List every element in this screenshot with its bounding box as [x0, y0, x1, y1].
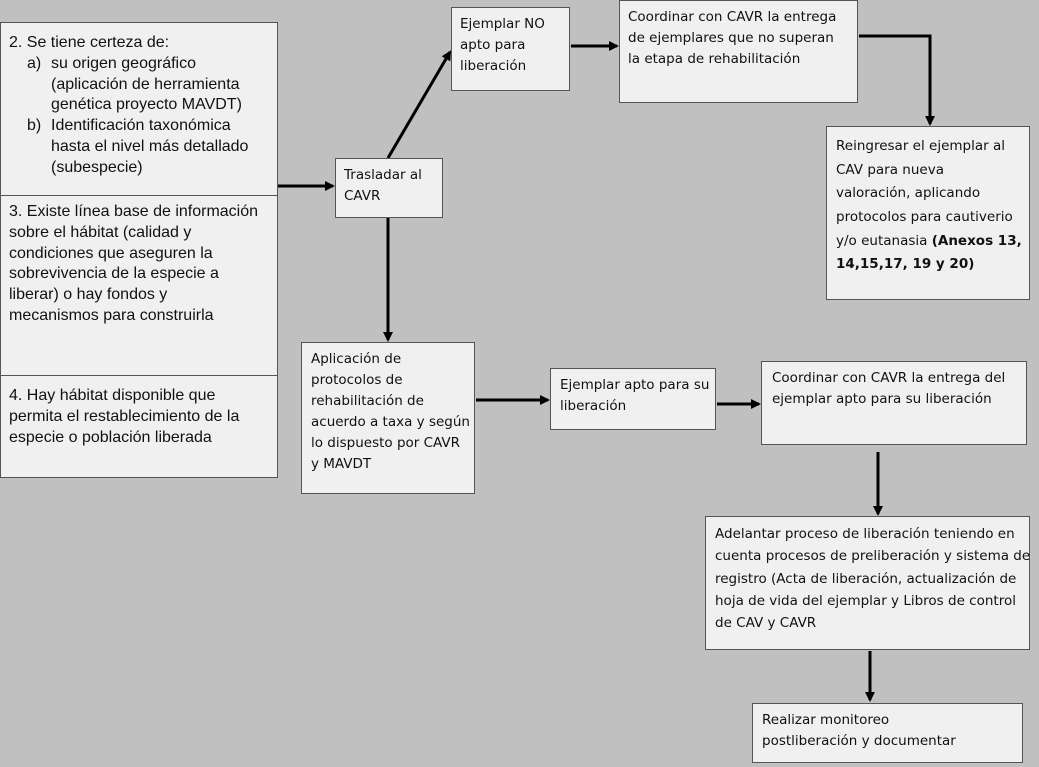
node-text-line: rehabilitación de: [311, 392, 424, 409]
node-text-line: postliberación y documentar: [762, 732, 956, 749]
node-text-line: protocolos para cautiverio: [836, 208, 1013, 225]
criterion-3-line: liberar) o hay fondos y: [9, 286, 168, 304]
node-text-line: Coordinar con CAVR la entrega del: [772, 370, 1006, 386]
criterion-2-b-line: (subespecie): [51, 158, 143, 176]
criterion-2-title: 2. Se tiene certeza de:: [9, 34, 170, 51]
node-text-line: y/o eutanasia (Anexos 13,: [836, 230, 1029, 254]
node-text-line: Adelantar proceso de liberación teniendo…: [715, 526, 1015, 542]
rehabilitacion-node: Aplicación de protocolos de rehabilitaci…: [301, 342, 475, 494]
criterion-3-line: 3. Existe línea base de información: [9, 203, 259, 220]
arrow-trasladar-to-no-apto: [386, 50, 452, 159]
node-text-line: hoja de vida del ejemplar y Libros de co…: [715, 592, 1016, 609]
node-text-line: la etapa de rehabilitación: [628, 50, 801, 67]
node-text-line: Realizar monitoreo: [762, 712, 890, 728]
node-text-line: Coordinar con CAVR la entrega: [628, 9, 837, 25]
criterion-3-box: 3. Existe línea base de información sobr…: [0, 195, 278, 376]
node-text-line: CAV para nueva: [836, 161, 944, 178]
node-text-line: de ejemplares que no superan: [628, 29, 834, 46]
node-text-fragment: y/o eutanasia: [836, 232, 932, 249]
criterion-2-a-marker: a): [27, 54, 42, 72]
criterion-4-line: especie o población liberada: [9, 428, 212, 446]
monitoreo-node: Realizar monitoreo postliberación y docu…: [752, 703, 1023, 763]
anexos-reference: 14,15,17, 19 y 20): [836, 256, 975, 273]
criterion-2-b-marker: b): [27, 117, 42, 135]
adelantar-liberacion-node: Adelantar proceso de liberación teniendo…: [705, 516, 1030, 650]
coordinar-no-apto-node: Coordinar con CAVR la entrega de ejempla…: [619, 0, 858, 103]
node-text-line: acuerdo a taxa y según: [311, 413, 470, 430]
node-text-line: apto para: [460, 36, 526, 53]
coordinar-apto-node: Coordinar con CAVR la entrega del ejempl…: [761, 361, 1027, 445]
node-text-line: de CAV y CAVR: [715, 615, 817, 632]
node-text-line: Trasladar al: [344, 167, 422, 183]
node-text-line: protocolos de: [311, 371, 403, 388]
criterion-2-b-line: Identificación taxonómica: [51, 117, 231, 135]
node-text-line: registro (Acta de liberación, actualizac…: [715, 570, 1017, 587]
node-text-line: y MAVDT: [311, 455, 372, 472]
node-text-line: valoración, aplicando: [836, 185, 981, 202]
node-text-line: CAVR: [344, 187, 381, 204]
node-text-line: cuenta procesos de preliberación y siste…: [715, 548, 1031, 565]
criterion-4-box: 4. Hay hábitat disponible que permita el…: [0, 375, 278, 478]
ejemplar-apto-node: Ejemplar apto para su liberación: [550, 368, 716, 430]
ejemplar-no-apto-node: Ejemplar NO apto para liberación: [451, 7, 570, 91]
criterion-3-line: condiciones que aseguren la: [9, 244, 213, 262]
criterion-2-a-line: genética proyecto MAVDT): [51, 96, 242, 114]
node-text-line: Aplicación de: [311, 351, 402, 367]
trasladar-cavr-node: Trasladar al CAVR: [335, 158, 443, 218]
criterion-4-line: permita el restablecimiento de la: [9, 407, 240, 425]
anexos-reference: (Anexos 13,: [931, 232, 1022, 249]
node-text-line: lo dispuesto por CAVR: [311, 434, 461, 451]
criterion-2-a-line: (aplicación de herramienta: [51, 75, 240, 93]
criterion-4-line: 4. Hay hábitat disponible que: [9, 387, 216, 404]
criterion-3-line: sobre el hábitat (calidad y: [9, 223, 192, 241]
node-text-line: Ejemplar NO: [460, 16, 545, 32]
node-text-line: liberación: [460, 57, 527, 74]
criterion-2-a-line: su origen geográfico: [51, 54, 196, 72]
node-text-line: Ejemplar apto para su: [560, 377, 710, 393]
criterion-2-b-line: hasta el nivel más detallado: [51, 137, 249, 155]
node-text-line: Reingresar el ejemplar al: [836, 138, 1005, 154]
arrow-coordinar-to-reingresar: [859, 34, 935, 126]
reingresar-node: Reingresar el ejemplar al CAV para nueva…: [826, 126, 1030, 300]
node-text-line: ejemplar apto para su liberación: [772, 390, 992, 407]
criterion-3-line: sobrevivencia de la especie a: [9, 265, 219, 283]
criterion-3-line: mecanismos para construirla: [9, 306, 214, 324]
criterion-2-box: 2. Se tiene certeza de: a) su origen geo…: [0, 22, 278, 196]
node-text-line: liberación: [560, 397, 627, 414]
